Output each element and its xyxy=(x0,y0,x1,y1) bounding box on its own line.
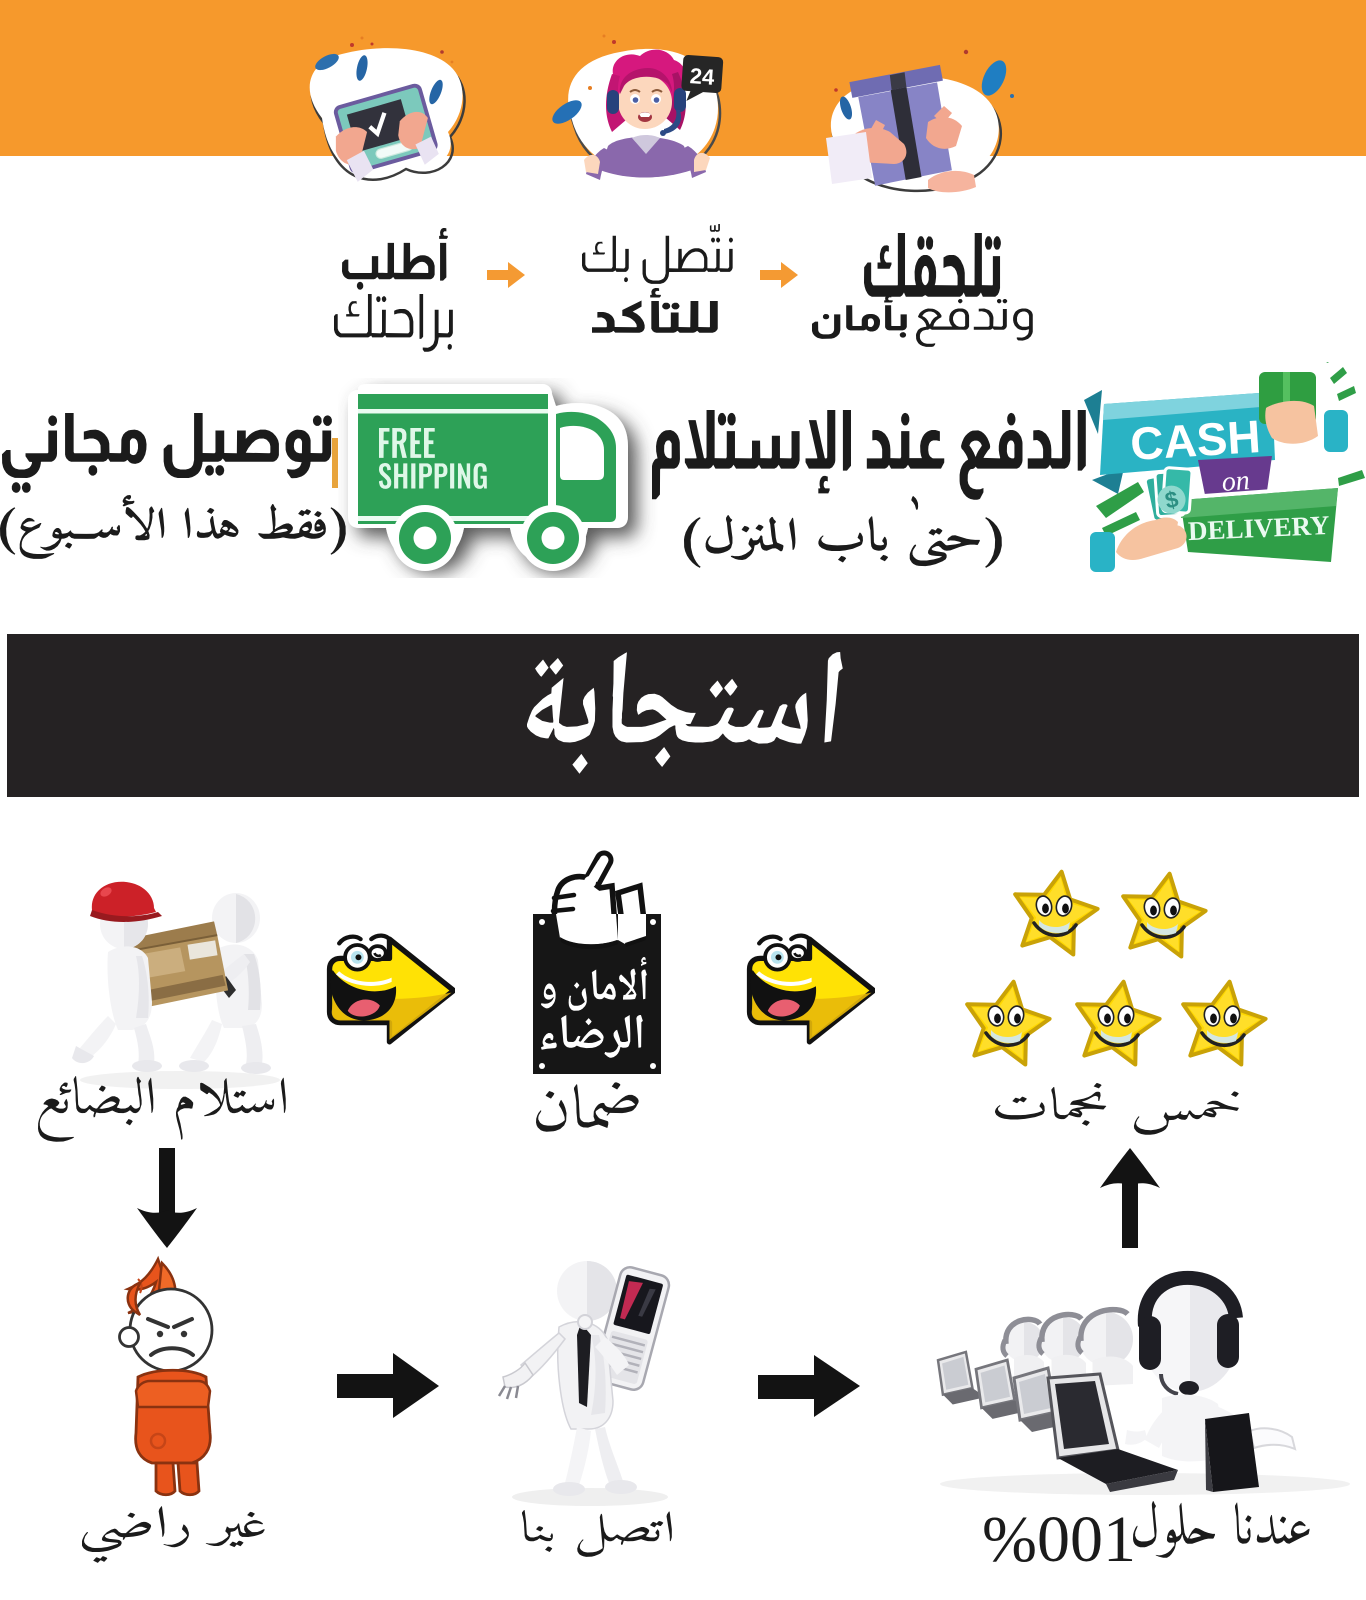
svg-text:$: $ xyxy=(1163,486,1181,514)
svg-text:24: 24 xyxy=(689,63,716,90)
svg-text:DELIVERY: DELIVERY xyxy=(1187,510,1330,546)
